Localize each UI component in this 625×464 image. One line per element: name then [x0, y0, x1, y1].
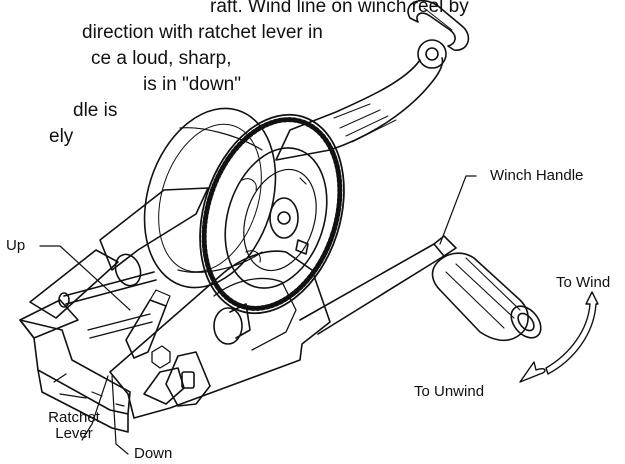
leader-lines: [39, 175, 477, 455]
ratchet-lever-label: Ratchet Lever: [44, 410, 104, 442]
frame-front-plate: [109, 250, 331, 419]
instruction-line-4: is in "down": [143, 74, 241, 95]
pawl-block: [181, 371, 195, 389]
to-wind-label: To Wind: [556, 274, 611, 291]
drum-flange-back: [143, 107, 277, 289]
grip-end-cap: [510, 305, 542, 339]
gear-nut: [295, 239, 309, 255]
pawl-nut: [151, 345, 171, 369]
snap-hook: [407, 0, 470, 51]
pawl-housing: [165, 351, 211, 407]
leader-up: [39, 245, 131, 311]
shafts: [58, 253, 251, 345]
ratchet-mechanism: [125, 289, 211, 407]
crank-arm: [299, 243, 445, 335]
ratchet-lever-label-line1: Ratchet: [48, 409, 100, 426]
instruction-line-5: dle is: [73, 100, 118, 121]
down-label: Down: [134, 445, 173, 462]
drive-gear: [199, 113, 345, 315]
instruction-line-3: ce a loud, sharp,: [91, 48, 232, 69]
hook-and-strap: [275, 0, 470, 161]
instruction-line-1: raft. Wind line on winch reel by: [210, 0, 469, 17]
winch-frame: [19, 187, 331, 433]
wind-direction-arrow: [519, 291, 599, 383]
gear-hub: [269, 197, 299, 239]
winch-handle-assembly: [299, 235, 542, 342]
leader-ratchet-lever: [81, 375, 109, 441]
leader-down: [111, 375, 129, 455]
up-label: Up: [6, 237, 26, 254]
winch-handle-label: Winch Handle: [490, 167, 584, 184]
instruction-line-6: ely: [49, 126, 74, 147]
lower-shaft-bushing: [213, 307, 243, 345]
gear-outer: [199, 113, 345, 315]
ratchet-lever-label-line2: Lever: [55, 425, 93, 442]
crank-grip: [431, 252, 529, 342]
leader-winch-handle: [439, 175, 477, 245]
to-unwind-label: To Unwind: [414, 383, 485, 400]
winch-strap: [275, 57, 444, 161]
gear-teeth: [201, 117, 343, 311]
frame-left-side: [99, 187, 209, 271]
winch-drum: [143, 107, 277, 289]
instruction-line-2: direction with ratchet lever in: [82, 22, 323, 43]
axle-bushing: [114, 253, 142, 287]
strap-eye: [417, 39, 447, 69]
frame-lower-tab: [143, 367, 185, 405]
